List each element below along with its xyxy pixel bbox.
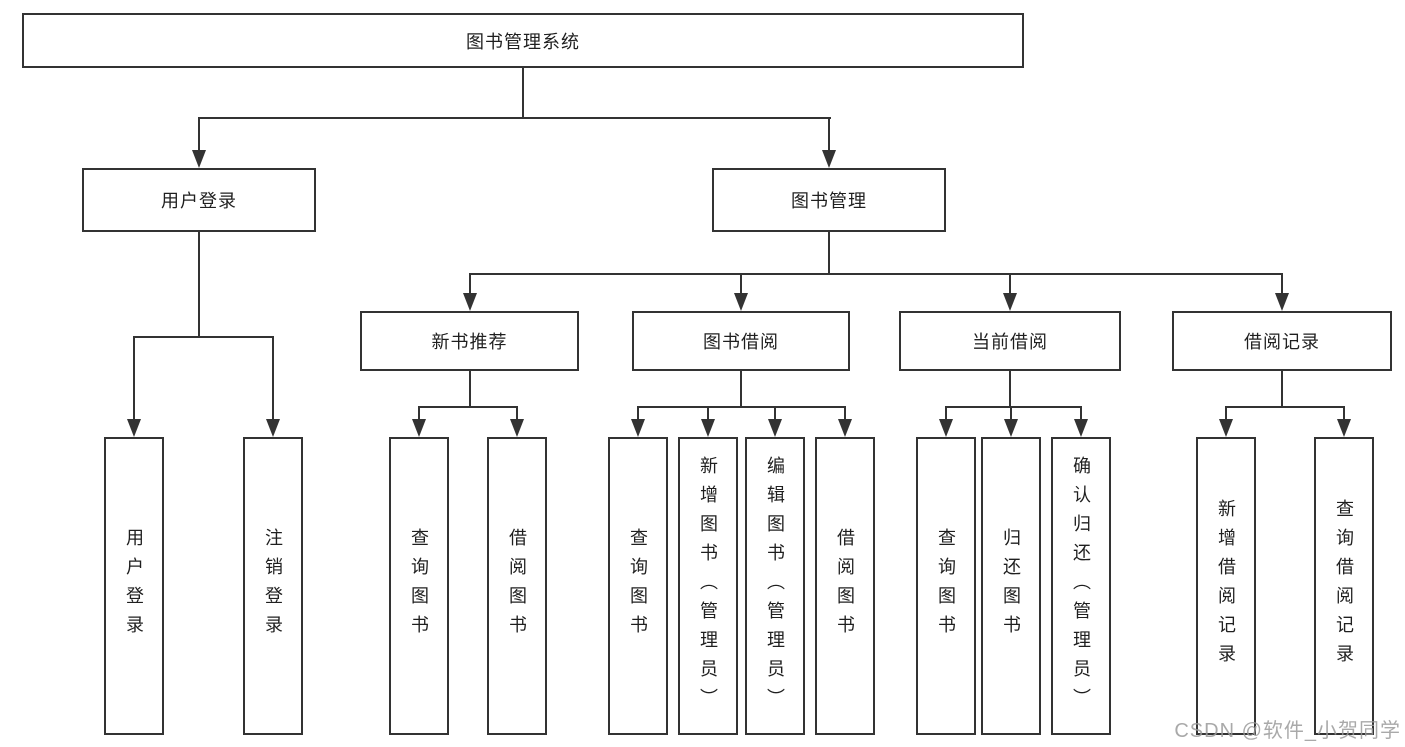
leaf-current-confirm-return-admin: 确认归还（管理员） bbox=[1051, 437, 1111, 735]
arrow-D2-icon bbox=[1337, 419, 1351, 437]
connector-groupC-rail bbox=[945, 406, 1082, 408]
connector-groupC-stem bbox=[1009, 371, 1011, 406]
connector-B2-shaft bbox=[707, 406, 709, 419]
leaf-current-confirm-return-admin-label: 确认归还（管理员） bbox=[1071, 455, 1091, 717]
connector-login-stem bbox=[198, 232, 200, 336]
arrow-C3-icon bbox=[1074, 419, 1088, 437]
leaf-borrowing-query: 查询图书 bbox=[608, 437, 668, 735]
connector-level3-rail bbox=[469, 273, 1283, 275]
leaf-newbooks-borrow-label: 借阅图书 bbox=[507, 528, 527, 644]
node-root-system: 图书管理系统 bbox=[22, 13, 1024, 68]
arrow-newbooks-icon bbox=[463, 293, 477, 311]
leaf-records-query-label: 查询借阅记录 bbox=[1334, 499, 1354, 673]
node-book-management: 图书管理 bbox=[712, 168, 946, 232]
leaf-user-login: 用户登录 bbox=[104, 437, 164, 735]
arrow-login-leaf2-icon bbox=[266, 419, 280, 437]
connector-newbooks-shaft bbox=[469, 273, 471, 293]
leaf-borrowing-edit-admin: 编辑图书（管理员） bbox=[745, 437, 805, 735]
node-new-book-recommend: 新书推荐 bbox=[360, 311, 579, 371]
connector-C1-shaft bbox=[945, 406, 947, 419]
connector-groupD-rail bbox=[1225, 406, 1345, 408]
arrow-B1-icon bbox=[631, 419, 645, 437]
connector-C3-shaft bbox=[1080, 406, 1082, 419]
connector-D1-shaft bbox=[1225, 406, 1227, 419]
connector-login-rail bbox=[133, 336, 274, 338]
leaf-current-query: 查询图书 bbox=[916, 437, 976, 735]
leaf-logout-label: 注销登录 bbox=[263, 528, 283, 644]
connector-login-leaf2-shaft bbox=[272, 336, 274, 419]
connector-B1-shaft bbox=[637, 406, 639, 419]
node-borrowing-records-label: 借阅记录 bbox=[1244, 332, 1320, 352]
node-user-login: 用户登录 bbox=[82, 168, 316, 232]
leaf-records-query: 查询借阅记录 bbox=[1314, 437, 1374, 735]
connector-root-stem bbox=[522, 68, 524, 117]
node-book-management-label: 图书管理 bbox=[791, 191, 867, 211]
arrow-D1-icon bbox=[1219, 419, 1233, 437]
connector-borrowing-shaft bbox=[740, 273, 742, 293]
arrow-C1-icon bbox=[939, 419, 953, 437]
arrow-C2-icon bbox=[1004, 419, 1018, 437]
arrow-records-icon bbox=[1275, 293, 1289, 311]
leaf-user-login-label: 用户登录 bbox=[124, 528, 144, 644]
arrow-userlogin-icon bbox=[192, 150, 206, 168]
connector-B4-shaft bbox=[844, 406, 846, 419]
node-book-borrowing-label: 图书借阅 bbox=[703, 332, 779, 352]
node-current-borrowing-label: 当前借阅 bbox=[972, 332, 1048, 352]
leaf-borrowing-edit-admin-label: 编辑图书（管理员） bbox=[765, 455, 785, 717]
arrow-B4-icon bbox=[838, 419, 852, 437]
connector-groupA-rail bbox=[418, 406, 518, 408]
connector-D2-shaft bbox=[1343, 406, 1345, 419]
arrow-B3-icon bbox=[768, 419, 782, 437]
node-root-label: 图书管理系统 bbox=[466, 31, 580, 52]
leaf-newbooks-borrow: 借阅图书 bbox=[487, 437, 547, 735]
node-book-borrowing: 图书借阅 bbox=[632, 311, 850, 371]
connector-mgmt-stem bbox=[828, 232, 830, 273]
arrow-B2-icon bbox=[701, 419, 715, 437]
connector-C2-shaft bbox=[1010, 406, 1012, 419]
arrow-login-leaf1-icon bbox=[127, 419, 141, 437]
connector-B3-shaft bbox=[774, 406, 776, 419]
node-new-book-recommend-label: 新书推荐 bbox=[431, 332, 508, 352]
arrow-A1-icon bbox=[412, 419, 426, 437]
leaf-current-return-label: 归还图书 bbox=[1001, 528, 1021, 644]
connector-current-shaft bbox=[1009, 273, 1011, 293]
node-borrowing-records: 借阅记录 bbox=[1172, 311, 1392, 371]
leaf-newbooks-query: 查询图书 bbox=[389, 437, 449, 735]
connector-A2-shaft bbox=[516, 406, 518, 419]
connector-login-leaf1-shaft bbox=[133, 336, 135, 419]
leaf-borrowing-add-admin-label: 新增图书（管理员） bbox=[698, 455, 718, 717]
leaf-current-query-label: 查询图书 bbox=[936, 528, 956, 644]
node-current-borrowing: 当前借阅 bbox=[899, 311, 1121, 371]
leaf-newbooks-query-label: 查询图书 bbox=[409, 528, 429, 644]
leaf-borrowing-borrow: 借阅图书 bbox=[815, 437, 875, 735]
leaf-logout: 注销登录 bbox=[243, 437, 303, 735]
leaf-borrowing-borrow-label: 借阅图书 bbox=[835, 528, 855, 644]
connector-A1-shaft bbox=[418, 406, 420, 419]
leaf-records-add: 新增借阅记录 bbox=[1196, 437, 1256, 735]
connector-groupB-rail bbox=[637, 406, 846, 408]
connector-records-shaft bbox=[1281, 273, 1283, 293]
connector-groupD-stem bbox=[1281, 371, 1283, 406]
node-user-login-label: 用户登录 bbox=[161, 191, 237, 211]
connector-userlogin-shaft bbox=[198, 117, 200, 150]
arrow-bookmgmt-icon bbox=[822, 150, 836, 168]
leaf-borrowing-add-admin: 新增图书（管理员） bbox=[678, 437, 738, 735]
arrow-A2-icon bbox=[510, 419, 524, 437]
leaf-borrowing-query-label: 查询图书 bbox=[628, 528, 648, 644]
arrow-current-icon bbox=[1003, 293, 1017, 311]
connector-groupA-stem bbox=[469, 371, 471, 406]
connector-groupB-stem bbox=[740, 371, 742, 406]
connector-bookmgmt-shaft bbox=[828, 117, 830, 150]
connector-level2-rail bbox=[198, 117, 831, 119]
leaf-current-return: 归还图书 bbox=[981, 437, 1041, 735]
arrow-borrowing-icon bbox=[734, 293, 748, 311]
csdn-watermark: CSDN @软件_小贺同学 bbox=[1174, 720, 1401, 742]
leaf-records-add-label: 新增借阅记录 bbox=[1216, 499, 1236, 673]
